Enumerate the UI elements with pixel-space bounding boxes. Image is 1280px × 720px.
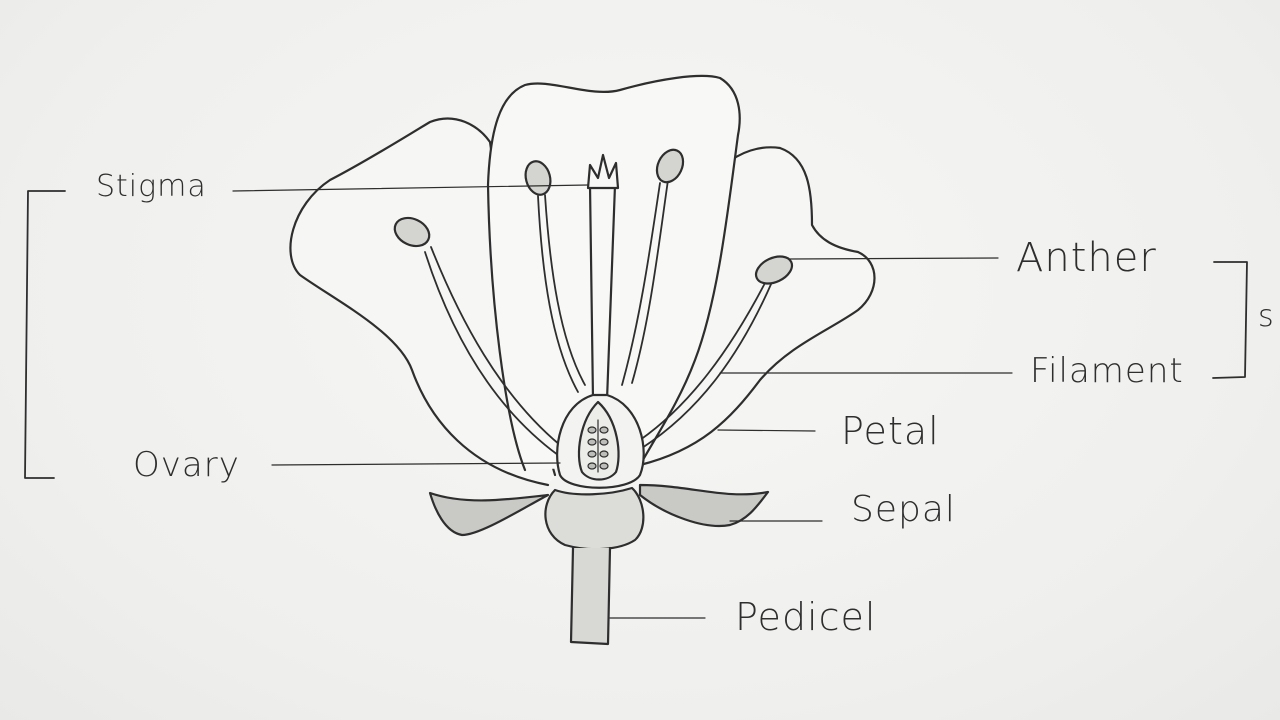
sepal-left (428, 491, 550, 537)
label-pedicel: Pedicel (735, 595, 877, 639)
line-petal (717, 429, 816, 432)
label-cut-right: s (1258, 299, 1275, 334)
label-petal: Petal (841, 409, 940, 453)
pedicel (569, 546, 612, 646)
label-sepal: Sepal (851, 489, 956, 530)
ovules (587, 419, 609, 473)
receptacle (544, 486, 645, 551)
style (588, 183, 617, 402)
label-filament: Filament (1030, 351, 1184, 391)
anthers (393, 148, 794, 285)
label-anther: Anther (1016, 235, 1157, 281)
line-stigma (232, 184, 589, 192)
line-anther (789, 257, 999, 260)
filaments (424, 179, 773, 456)
label-stigma: Stigma (96, 169, 207, 204)
stigma (586, 153, 620, 190)
pointer-lines (232, 184, 1013, 619)
ovary-chamber (577, 400, 620, 481)
sepal-right (638, 483, 770, 527)
line-ovary (271, 462, 561, 466)
bracket-left (24, 190, 66, 479)
label-ovary: Ovary (133, 445, 240, 485)
bracket-right (1212, 261, 1248, 379)
